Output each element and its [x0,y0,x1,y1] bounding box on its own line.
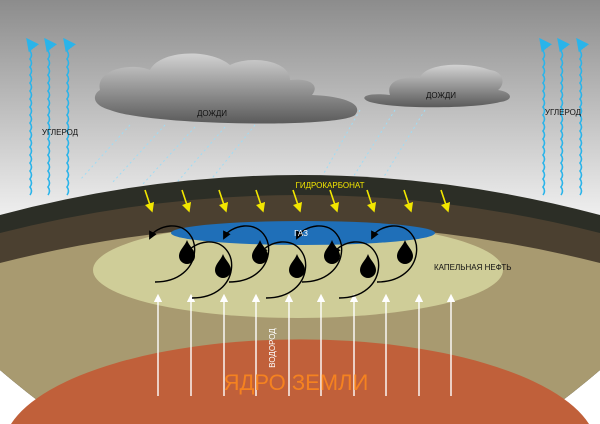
circulation-arrow [223,225,270,283]
carbon-label-left: УГЛЕРОД [42,128,79,137]
circulation-arrow [149,225,196,283]
carbon-wavy-arrow [576,37,589,196]
rain-streak [379,109,426,184]
oil-drop [324,240,340,264]
rain-streak [141,126,196,186]
circulation-arrow [186,241,233,299]
cloud-right [364,64,510,108]
earth-core [11,339,589,424]
oil-drops [149,225,418,299]
cloud-left [94,53,358,124]
hydrocarbonate-arrow [366,189,377,213]
oil-drop [360,254,376,278]
hydrocarbonate-label: ГИДРОКАРБОНАТ [296,181,365,190]
gas-label: ГАЗ [294,229,308,238]
oil-drop [252,240,268,264]
circulation-arrow [333,241,380,299]
circulation-arrow [296,225,343,283]
hydrocarbonate-arrow [440,189,451,213]
rain-streak [349,109,396,183]
hydrocarbonate-arrow [255,189,266,213]
hydrocarbonate-arrow [292,189,303,213]
rain-label-right: ДОЖДИ [426,91,456,100]
hydrocarbonate-arrow [403,189,414,213]
hydrocarbonate-arrow [218,189,229,213]
carbon-wavy-arrow [44,37,57,196]
rain-streak [204,124,256,188]
rain-streak [319,109,361,181]
drip-oil-label: КАПЕЛЬНАЯ НЕФТЬ [434,263,512,272]
oil-drop [397,240,413,264]
earth-core-label: ЯДРО ЗЕМЛИ [224,370,369,395]
hydrocarbonate-arrow [181,189,192,213]
carbon-wavy-arrow [557,37,570,196]
oil-drop [289,254,305,278]
rain-streak [171,126,226,189]
rain-streaks [79,109,426,189]
rain-streak [111,124,166,184]
rain-label-left: ДОЖДИ [197,109,227,118]
circulation-arrow [371,225,418,283]
carbon-wavy-arrow [539,37,552,196]
hydrocarbonate-arrow [144,189,155,213]
circulation-arrow [260,241,307,299]
hydrocarbonate-arrows [144,189,451,213]
carbon-wavy-arrow [26,37,39,196]
carbon-label-right: УГЛЕРОД [545,108,582,117]
hydrocarbonate-arrow [329,189,340,213]
hydrogen-label: ВОДОРОД [268,328,277,368]
oil-drop [215,254,231,278]
carbon-wavy-arrow [63,37,76,196]
carbon-arrows [26,37,589,196]
rain-streak [79,124,131,181]
hydrogen-arrows [153,293,456,396]
